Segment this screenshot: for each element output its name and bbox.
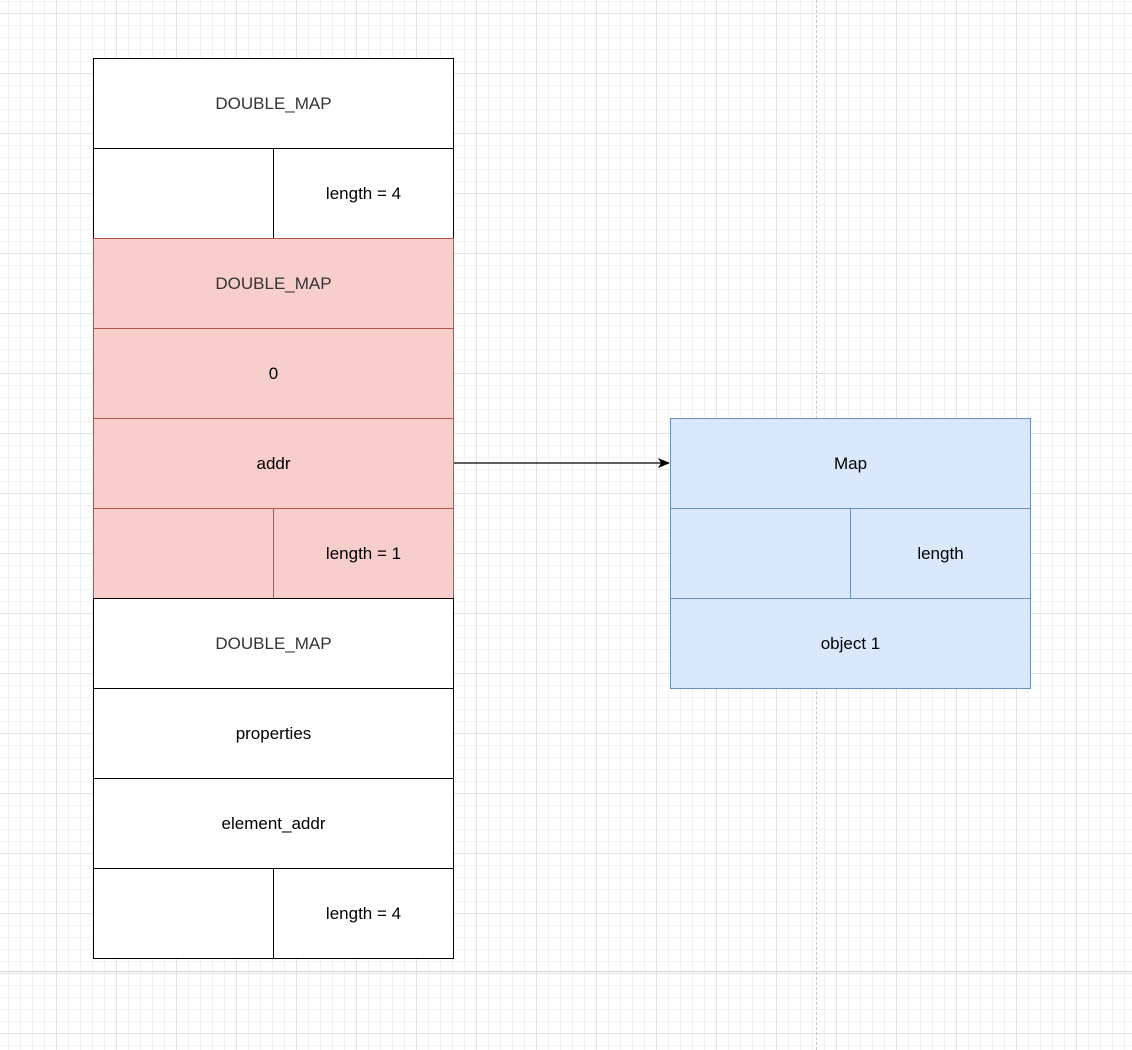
map-cell-object-1[interactable]: object 1 — [670, 598, 1031, 689]
stack-cell-empty-3[interactable] — [93, 868, 274, 959]
stack-cell-length-1[interactable]: length = 1 — [273, 508, 454, 599]
map-cell-length[interactable]: length — [850, 508, 1031, 599]
map-cell-empty[interactable] — [670, 508, 851, 599]
stack-cell-properties[interactable]: properties — [93, 688, 454, 779]
stack-cell-length-4-top[interactable]: length = 4 — [273, 148, 454, 239]
stack-cell-map-1[interactable]: DOUBLE_MAP — [93, 58, 454, 149]
stack-cell-map-2[interactable]: DOUBLE_MAP — [93, 238, 454, 329]
stack-cell-empty-2[interactable] — [93, 508, 274, 599]
map-cell-map[interactable]: Map — [670, 418, 1031, 509]
page-break-horizontal — [0, 971, 1132, 972]
stack-cell-element-addr[interactable]: element_addr — [93, 778, 454, 869]
stack-cell-zero[interactable]: 0 — [93, 328, 454, 419]
stack-cell-map-3[interactable]: DOUBLE_MAP — [93, 598, 454, 689]
stack-cell-addr[interactable]: addr — [93, 418, 454, 509]
stack-cell-empty-1[interactable] — [93, 148, 274, 239]
stack-cell-length-4-bottom[interactable]: length = 4 — [273, 868, 454, 959]
